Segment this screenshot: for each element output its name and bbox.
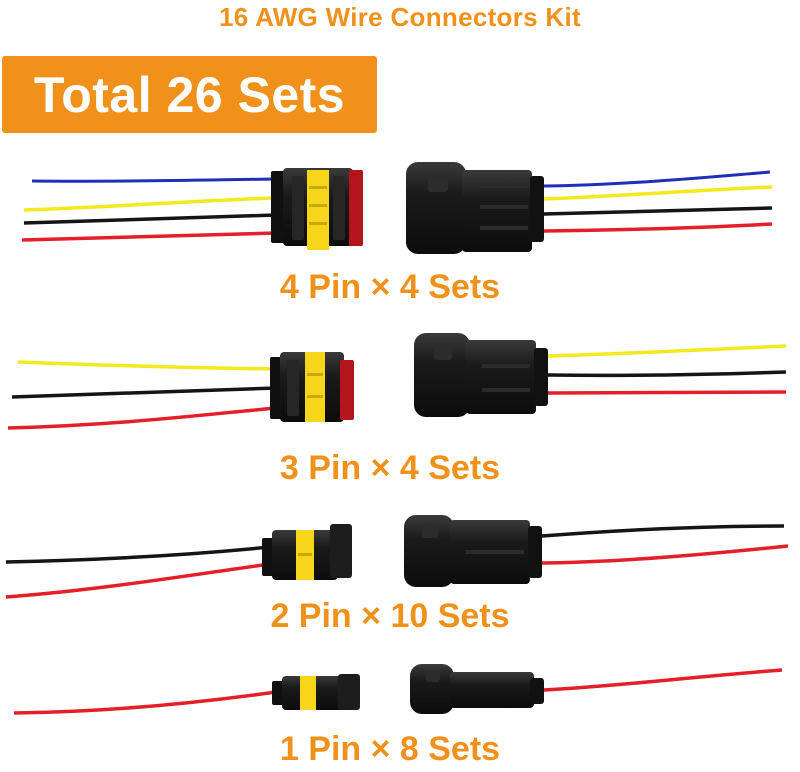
1-pin-female-connector-icon [13,674,360,715]
3-pin-female-connector-icon [7,352,354,430]
caption-3-pin: 3 Pin × 4 Sets [279,449,501,487]
4-pin-male-connector-icon [406,162,773,254]
caption-2-pin: 2 Pin × 10 Sets [270,597,510,635]
4-pin-female-connector-icon [21,168,363,250]
caption-4-pin: 4 Pin × 4 Sets [279,268,501,306]
caption-1-pin: 1 Pin × 8 Sets [279,730,501,768]
3-pin-male-connector-icon [414,333,787,417]
total-sets-badge: Total 26 Sets [2,56,377,133]
product-title: 16 AWG Wire Connectors Kit [219,2,581,32]
2-pin-female-connector-icon [5,524,352,599]
2-pin-male-connector-icon [404,515,789,587]
1-pin-male-connector-icon [410,664,783,714]
